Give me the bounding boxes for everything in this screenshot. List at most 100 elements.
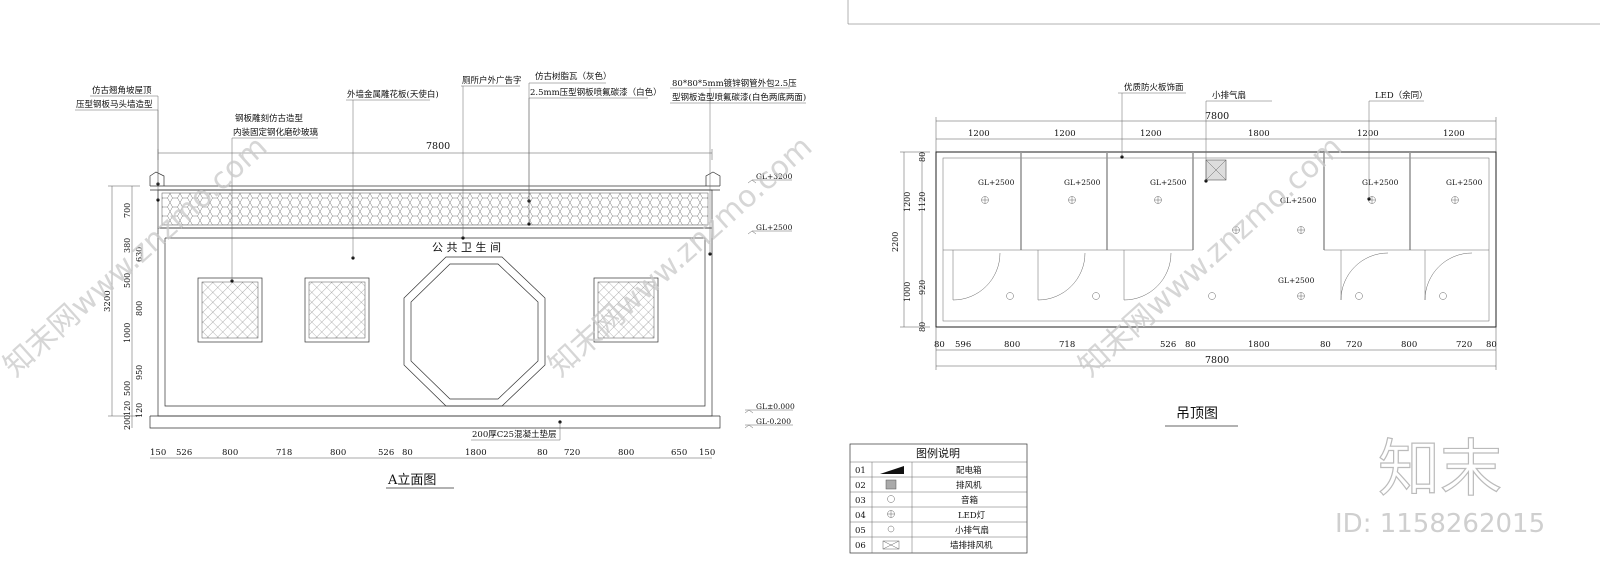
svg-text:02: 02 [855,481,866,491]
svg-text:800: 800 [618,448,634,458]
svg-text:GL+2500: GL+2500 [1280,196,1317,205]
legend-row: 02 排风机 [855,479,982,491]
annotation-led: LED（余同） [1375,90,1428,101]
svg-text:GL+2500: GL+2500 [1150,178,1187,187]
svg-text:排风机: 排风机 [956,480,982,491]
door-swing [952,250,1473,301]
watermark: 知末网www.znzmo.com 知末网www.znzmo.com 知末网www… [0,129,1349,384]
small-fan-icon [887,525,895,533]
svg-text:1200: 1200 [1140,129,1162,139]
ceiling-total-width-bottom: 7800 [1205,355,1229,366]
legend-row: 04 LED灯 [855,510,986,521]
svg-text:596: 596 [955,340,971,350]
svg-text:80: 80 [918,322,927,332]
lattice-window [593,277,659,343]
svg-text:1200: 1200 [1443,129,1465,139]
svg-text:1200: 1200 [1054,129,1076,139]
svg-text:80: 80 [402,448,413,458]
svg-text:800: 800 [135,301,144,316]
legend-row: 01 配电箱 [855,465,982,476]
annotation-pipe2: 型钢板造型喷氟碳漆(白色两底两面) [672,92,806,103]
legend-row: 03 音箱 [855,495,979,506]
wall-exhaust-fan-icon [882,540,900,550]
ceiling-title: 吊顶图 [1176,406,1218,422]
svg-text:GL+2500: GL+2500 [1278,276,1315,285]
svg-text:1200: 1200 [1357,129,1379,139]
elevation-total-width: 7800 [426,141,450,152]
svg-text:526: 526 [1160,340,1176,350]
speaker-icon [887,495,895,503]
toilet-sign-text: 公 共 卫 生 间 [432,240,501,254]
annotation-steel1: 钢板雕刻仿古造型 [235,113,304,124]
svg-text:1800: 1800 [465,448,487,458]
annotation-metal: 外墙金属雕花板(天使白) [347,89,439,100]
svg-text:1200: 1200 [968,129,990,139]
ceiling-top-dims: 1200 1200 1200 1800 1200 1200 [968,129,1465,139]
annotation-roof2: 压型钢板马头墙造型 [76,99,153,110]
level-gl0: GL±0.000 [756,402,795,411]
ceiling-total-width-top: 7800 [1205,111,1229,122]
svg-text:GL+2500: GL+2500 [1362,178,1399,187]
ceiling-bottom-dims: 80 596 800 718 526 80 1800 80 720 800 72… [934,340,1497,350]
annotation-base: 200厚C25混凝土垫层 [472,429,557,440]
svg-text:1000: 1000 [903,282,912,302]
svg-text:04: 04 [855,511,866,521]
svg-text:950: 950 [135,365,144,380]
legend-table: 图例说明 01 配电箱 02 排风机 03 音箱 04 LED灯 05 小排气扇… [849,443,1028,554]
svg-text:GL+2500: GL+2500 [1446,178,1483,187]
led-light-icon [887,510,895,518]
svg-text:80: 80 [1185,340,1196,350]
svg-text:知末网www.znzmo.com: 知末网www.znzmo.com [542,129,819,384]
svg-text:GL+2500: GL+2500 [1064,178,1101,187]
annotation-roof1: 仿古翘角坡屋顶 [92,85,152,96]
svg-text:05: 05 [855,526,866,536]
svg-text:500: 500 [123,273,132,288]
level-gl-200: GL-0.200 [756,417,791,426]
annotation-pipe1: 80*80*5mm镀锌钢管外包2.5压 [672,78,797,89]
elevation-drawing: 7800 公 共 卫 生 间 [75,71,806,489]
elevation-bottom-dims: 150 526 800 718 800 526 80 1800 80 720 8… [150,448,715,458]
svg-text:200: 200 [123,415,132,430]
svg-text:630: 630 [135,247,144,262]
svg-text:1800: 1800 [1248,340,1270,350]
svg-text:720: 720 [564,448,580,458]
svg-text:知末网www.znzmo.com: 知末网www.znzmo.com [0,129,274,384]
legend-row: 05 小排气扇 [855,525,989,536]
annotation-fan: 小排气扇 [1212,90,1246,101]
svg-text:720: 720 [1456,340,1472,350]
ceiling-room-levels: GL+2500 GL+2500 GL+2500 GL+2500 GL+2500 … [978,178,1483,285]
annotation-steel2: 内装固定钢化磨砂玻璃 [233,127,319,138]
plan-partitions [1020,152,1411,250]
lattice-window [197,277,263,343]
svg-text:650: 650 [671,448,687,458]
svg-text:150: 150 [699,448,715,458]
svg-text:1200: 1200 [903,192,912,212]
legend-title: 图例说明 [916,446,960,460]
svg-text:120: 120 [135,403,144,418]
svg-text:80: 80 [1486,340,1497,350]
svg-text:80: 80 [1320,340,1331,350]
svg-text:150: 150 [150,448,166,458]
svg-text:80: 80 [934,340,945,350]
plan-outer-wall [935,151,1497,328]
svg-text:718: 718 [1059,340,1075,350]
small-fan-icon [1006,292,1447,300]
svg-text:音箱: 音箱 [961,495,979,506]
elevation-left-dims: 700 380 630 500 800 1000 950 500 120 200… [103,203,144,430]
svg-text:01: 01 [855,466,866,476]
brand-logo: 知末 [1378,432,1502,505]
svg-text:03: 03 [855,496,866,506]
ceiling-plan: 7800 1200 1200 1200 1800 1200 1200 [891,82,1497,427]
lattice-window [304,277,370,343]
svg-text:06: 06 [855,541,866,551]
level-gl3200: GL+3200 [756,172,793,181]
svg-text:2200: 2200 [891,232,900,252]
annotation-tile2: 2.5mm压型钢板喷氟碳漆（白色） [530,87,662,98]
svg-text:526: 526 [378,448,394,458]
svg-text:配电箱: 配电箱 [956,465,982,476]
svg-text:920: 920 [918,280,927,295]
elevation-title: A立面图 [387,473,436,488]
svg-text:LED灯: LED灯 [958,510,986,521]
svg-text:800: 800 [222,448,238,458]
